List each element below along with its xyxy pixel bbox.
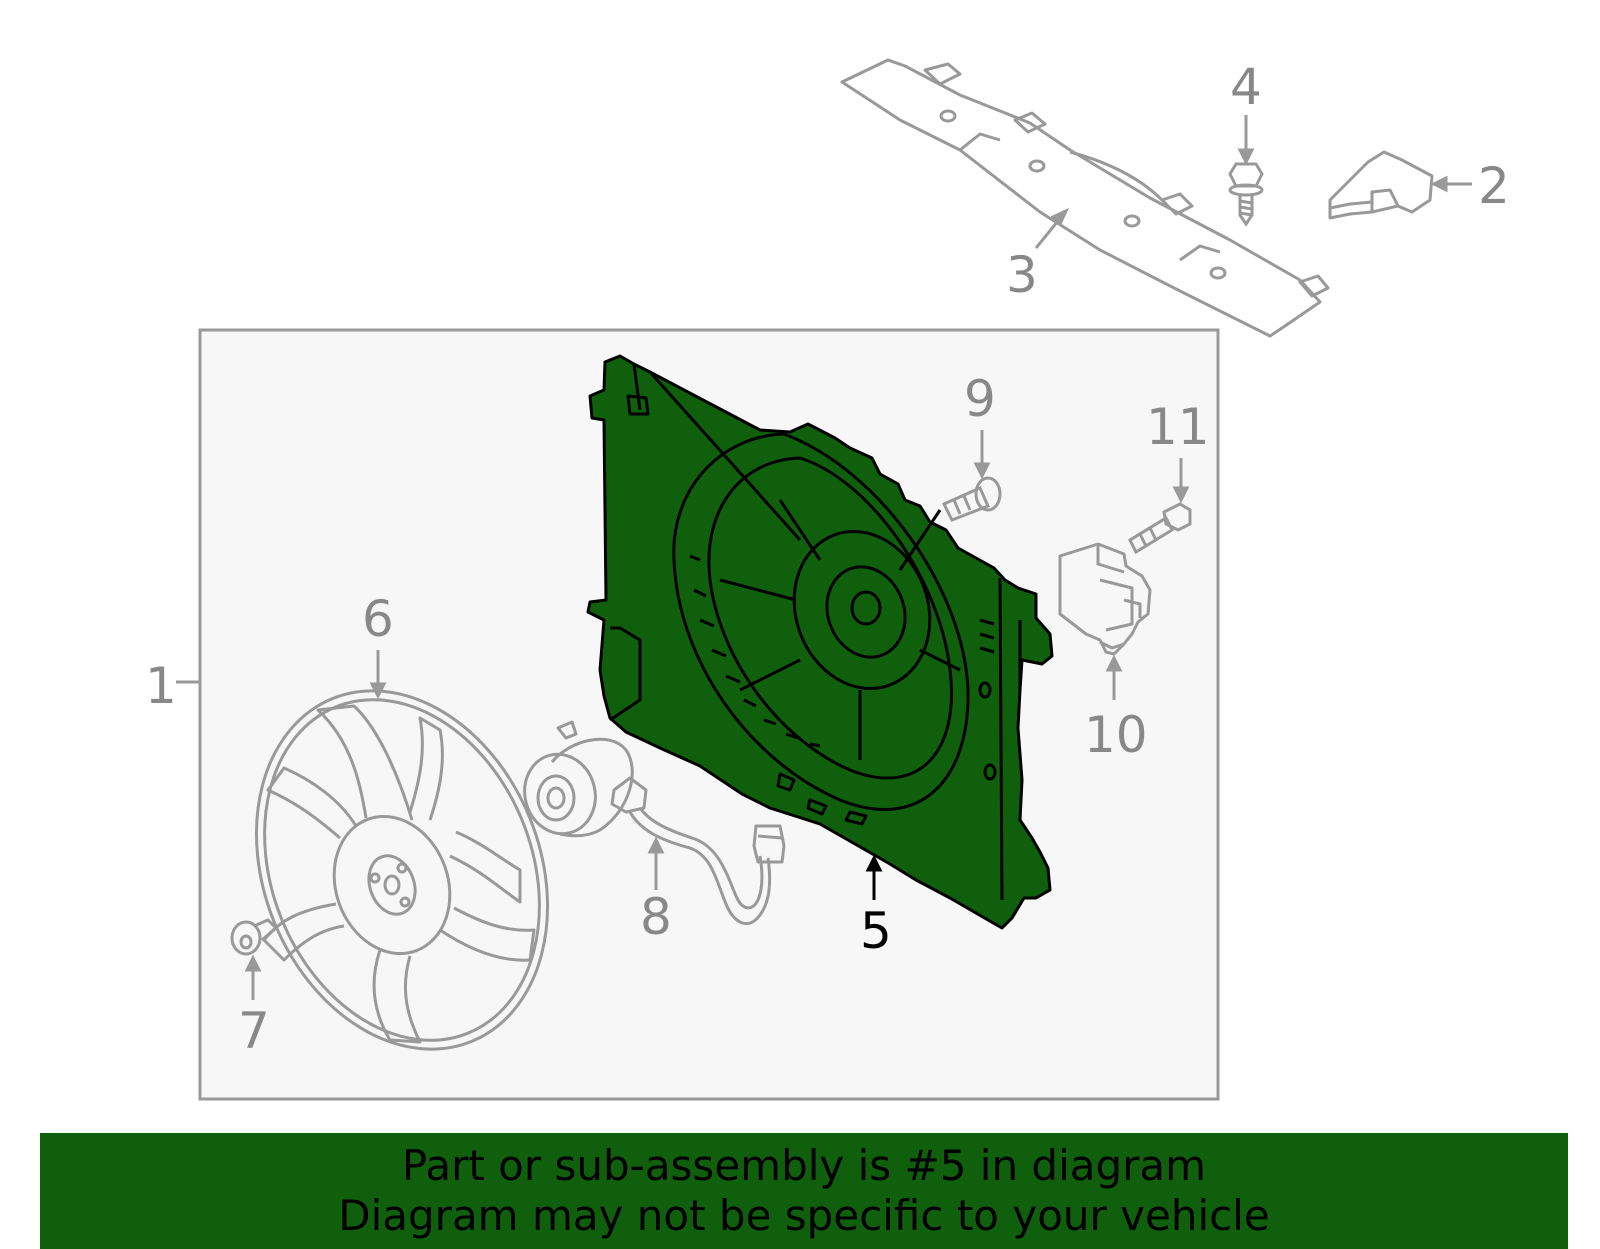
leader-arrow-5 bbox=[865, 854, 883, 900]
callout-3: 3 bbox=[1006, 246, 1038, 304]
info-banner: Part or sub-assembly is #5 in diagram Di… bbox=[40, 1133, 1568, 1249]
fan-blade-part-6[interactable] bbox=[205, 647, 600, 1093]
module-part-10[interactable] bbox=[1058, 542, 1152, 656]
callout-9: 9 bbox=[964, 370, 996, 428]
banner-line-disclaimer: Diagram may not be specific to your vehi… bbox=[338, 1191, 1270, 1240]
bolt-part-9[interactable] bbox=[941, 476, 1002, 522]
callout-11: 11 bbox=[1146, 398, 1210, 456]
banner-line-part-number: Part or sub-assembly is #5 in diagram bbox=[401, 1141, 1207, 1190]
leader-arrows bbox=[244, 115, 1472, 1000]
callout-5: 5 bbox=[860, 902, 892, 960]
bolt-part-11[interactable] bbox=[1128, 502, 1192, 555]
clip-part-2[interactable] bbox=[1328, 150, 1434, 220]
callout-2: 2 bbox=[1478, 157, 1510, 215]
callout-1: 1 bbox=[145, 657, 177, 715]
upper-bracket-part-3[interactable] bbox=[840, 58, 1330, 338]
callout-8: 8 bbox=[640, 888, 672, 946]
fan-motor-part-8[interactable] bbox=[516, 720, 786, 926]
callout-6: 6 bbox=[362, 590, 394, 648]
callout-7: 7 bbox=[238, 1002, 270, 1060]
fan-shroud-part-5[interactable] bbox=[586, 354, 1054, 930]
callout-4: 4 bbox=[1230, 58, 1262, 116]
screw-part-7[interactable] bbox=[230, 918, 279, 956]
bolt-part-4[interactable] bbox=[1228, 162, 1264, 227]
callout-10: 10 bbox=[1084, 706, 1148, 764]
